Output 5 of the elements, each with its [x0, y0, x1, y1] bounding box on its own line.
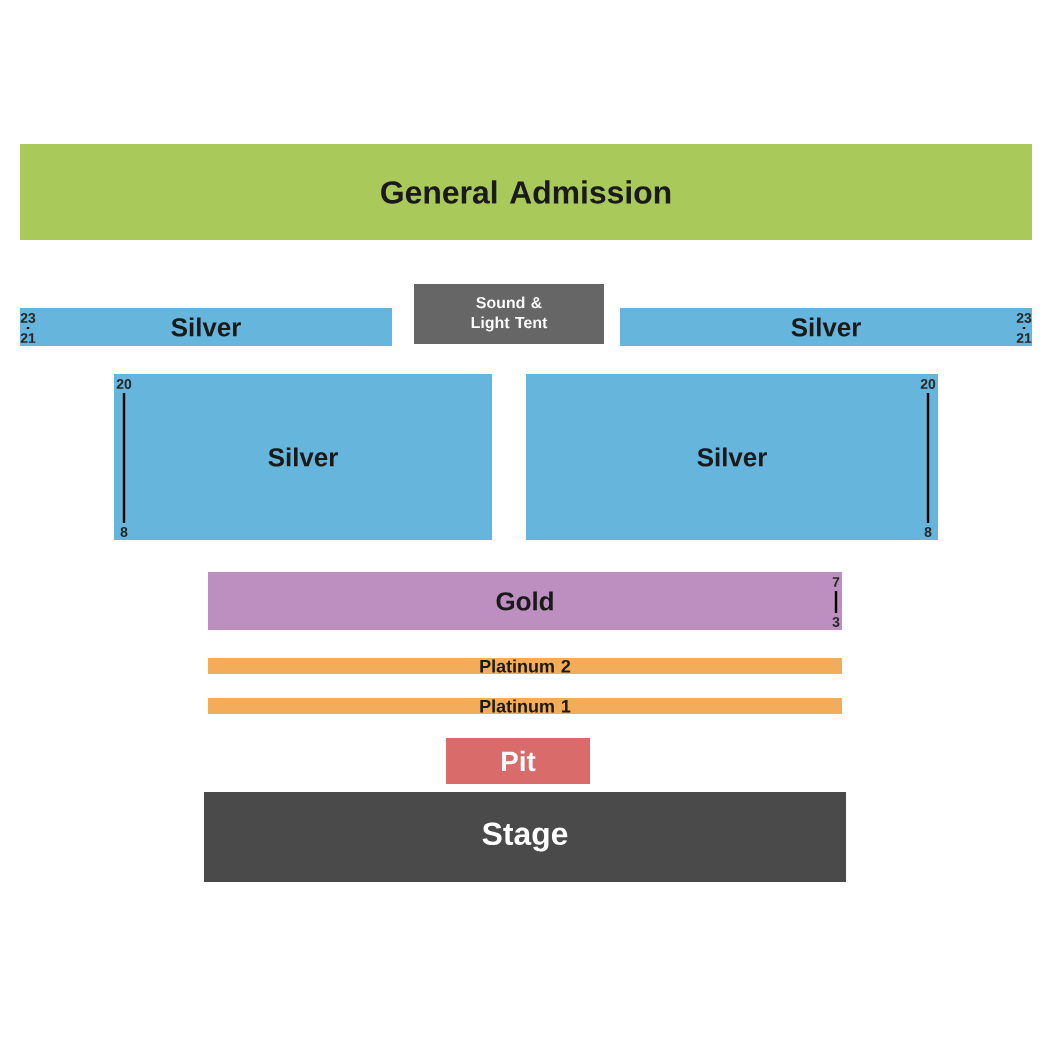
stage-block: Stage [204, 792, 846, 882]
section-block: Platinum 2 [208, 658, 842, 674]
section-block: Platinum 1 [208, 698, 842, 714]
section-block: General Admission [20, 144, 1033, 240]
pit-block: Pit [446, 738, 590, 784]
